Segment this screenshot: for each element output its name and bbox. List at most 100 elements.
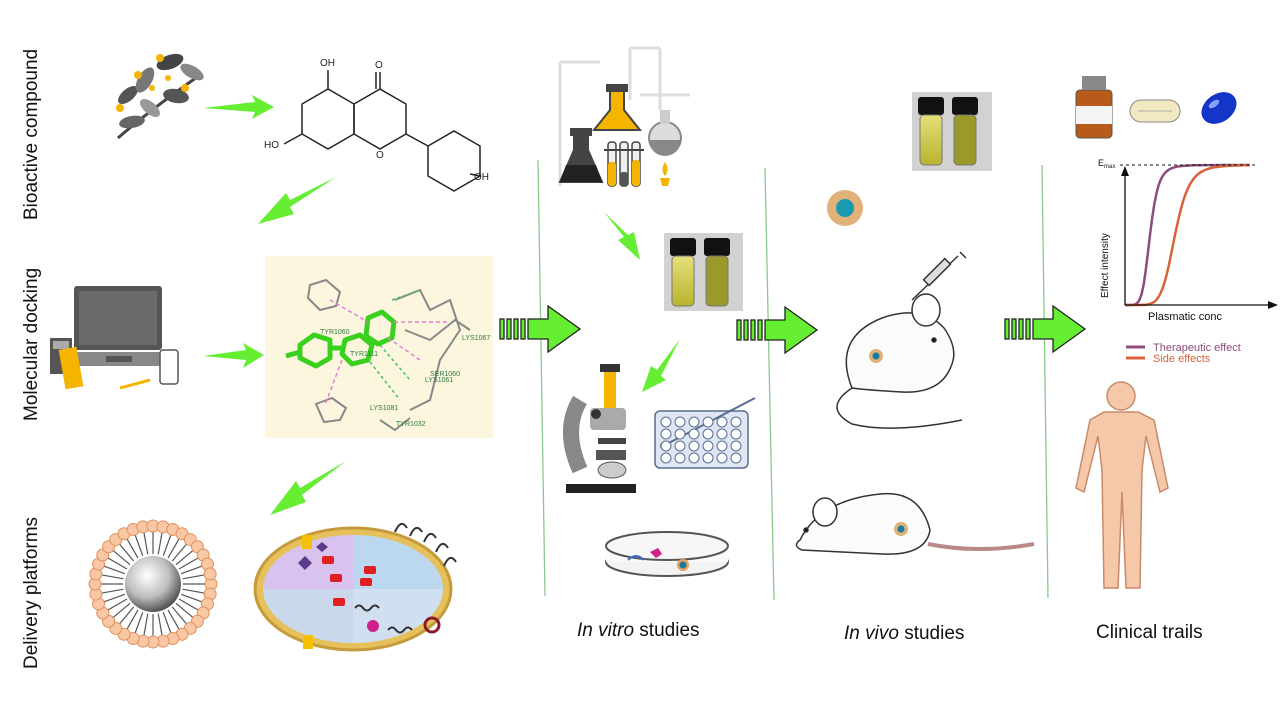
- laptop-icon: [50, 286, 179, 390]
- docking-panel: TYR1060 TYR1111 LYS1067 LYS1061 SER1060 …: [265, 256, 493, 438]
- well: [674, 416, 686, 428]
- petri-dish-icon: [605, 531, 729, 577]
- well: [702, 440, 714, 452]
- caption-in-vitro: In vitro studies: [577, 620, 700, 642]
- human-body-icon: [1075, 381, 1169, 589]
- caption-in-vivo-rest: studies: [898, 623, 965, 644]
- well: [688, 452, 700, 464]
- lipid-tail: [103, 593, 126, 603]
- mouse-icon: [836, 293, 963, 429]
- molecule-structure: [283, 70, 481, 192]
- well: [716, 452, 728, 464]
- lipid-tail: [126, 538, 139, 559]
- plant-icon: [116, 53, 204, 140]
- lipid-head: [203, 567, 217, 581]
- chart-legend: Therapeutic effect Side effects: [1126, 342, 1241, 365]
- well: [660, 440, 672, 452]
- caption-in-vivo-italic: In vivo: [844, 623, 899, 644]
- lipid-tail: [134, 611, 144, 634]
- lipid-tail: [182, 588, 205, 594]
- liposome-icon: [88, 519, 218, 649]
- lipid-tail: [178, 598, 199, 611]
- well: [730, 452, 742, 464]
- svg-text:SER1060: SER1060: [430, 371, 460, 378]
- well: [688, 440, 700, 452]
- well: [716, 416, 728, 428]
- rat-icon: [795, 492, 1035, 555]
- cell-icon: [253, 522, 457, 652]
- well: [674, 452, 686, 464]
- capsule-icon: [1201, 92, 1237, 124]
- well: [702, 416, 714, 428]
- well: [688, 428, 700, 440]
- molecule-labels: OH O HO OH O: [264, 58, 489, 183]
- lipid-tail: [171, 543, 187, 562]
- caption-in-vivo: In vivo studies: [844, 623, 964, 645]
- svg-text:LYS1081: LYS1081: [370, 405, 398, 412]
- well: [660, 452, 672, 464]
- lipid-tail: [112, 602, 131, 618]
- x-axis-arrowhead: [1268, 301, 1278, 309]
- well: [660, 428, 672, 440]
- block-arrows: [499, 304, 1087, 355]
- lipid-tail: [171, 606, 187, 625]
- lipid-tail: [134, 534, 144, 557]
- lipid-tail: [167, 538, 180, 559]
- vial-pair-icon: [664, 92, 992, 311]
- y-axis-arrowhead: [1121, 166, 1129, 176]
- stage-dividers: [537, 159, 1049, 601]
- syringe-icon: [911, 251, 967, 301]
- well: [674, 440, 686, 452]
- lipid-tail: [162, 611, 172, 634]
- lipid-tail: [180, 593, 203, 603]
- lipid-tail: [175, 602, 194, 618]
- y-axis-label: Effect intensity: [1100, 233, 1111, 298]
- well: [730, 428, 742, 440]
- caption-in-vitro-italic: In vitro: [577, 620, 635, 641]
- svg-text:LYS1067: LYS1067: [462, 335, 490, 342]
- green-arrows: [203, 95, 680, 515]
- lipid-tail: [175, 550, 194, 566]
- caption-clinical-trails: Clinical trails: [1096, 622, 1203, 643]
- svg-text:TYR1032: TYR1032: [396, 421, 426, 428]
- effect-curve-chart: Emax Effect intensity Plasmatic conc The…: [1098, 158, 1278, 365]
- liposome-core: [125, 556, 181, 612]
- well: [702, 428, 714, 440]
- lipid-tail: [101, 574, 124, 580]
- drug-vial-icon: [1075, 76, 1113, 139]
- lipid-tail: [103, 565, 126, 575]
- svg-text:HO: HO: [264, 140, 279, 151]
- legend-label-therapeutic: Therapeutic effect: [1153, 342, 1241, 354]
- svg-text:O: O: [376, 150, 384, 161]
- lipid-tail: [101, 588, 124, 594]
- svg-text:TYR1060: TYR1060: [320, 329, 350, 336]
- lipid-tail: [167, 609, 180, 630]
- legend-label-side-effects: Side effects: [1153, 353, 1211, 365]
- well: [730, 440, 742, 452]
- well-plate-icon: [654, 397, 756, 469]
- lipid-tail: [143, 532, 149, 555]
- lipid-tail: [126, 609, 139, 630]
- lipid-tail: [119, 606, 135, 625]
- well: [660, 416, 672, 428]
- lab-glassware-icon: [558, 46, 690, 187]
- well: [716, 440, 728, 452]
- lipid-tail: [162, 534, 172, 557]
- lipid-tail: [157, 613, 163, 636]
- lipid-tail: [157, 532, 163, 555]
- svg-text:OH: OH: [474, 172, 489, 183]
- lipid-tail: [180, 565, 203, 575]
- well: [716, 428, 728, 440]
- lipid-tail: [182, 574, 205, 580]
- emax-label: Emax: [1098, 158, 1115, 170]
- svg-text:LYS1061: LYS1061: [425, 377, 453, 384]
- svg-text:OH: OH: [320, 58, 335, 69]
- well: [730, 416, 742, 428]
- well: [702, 452, 714, 464]
- lipid-tail: [178, 557, 199, 570]
- svg-text:O: O: [375, 60, 383, 71]
- caption-in-vitro-rest: studies: [634, 620, 700, 641]
- cell-icon: [827, 190, 863, 226]
- x-axis-label: Plasmatic conc: [1148, 311, 1222, 323]
